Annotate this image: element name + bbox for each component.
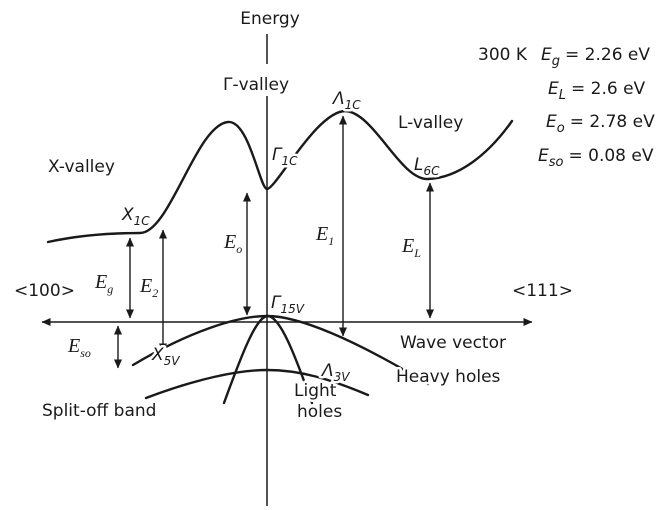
l-valley-label: L-valley	[398, 113, 463, 133]
gamma15v-sub: 15V	[280, 302, 304, 316]
legend-eg-value: = 2.26 eV	[565, 45, 650, 65]
legend-eo-value: = 2.78 eV	[570, 112, 655, 132]
eo-main: E	[223, 231, 236, 253]
lambda1c-main: Λ	[331, 89, 345, 109]
band-point-x5v-label: X5V	[151, 345, 180, 368]
legend-eso-value: = 0.08 eV	[568, 146, 653, 166]
lambda3v-sub: 3V	[334, 370, 351, 384]
legend-entry-eg: Eg = 2.26 eV	[541, 45, 650, 69]
eso-main: E	[67, 335, 80, 357]
eso-sub: so	[80, 346, 91, 360]
legend-eg-sub: g	[552, 54, 560, 69]
legend-temperature: 300 K	[478, 45, 528, 65]
legend-entry-eo: Eo = 2.78 eV	[546, 112, 655, 136]
legend-entry-el: EL = 2.6 eV	[548, 79, 646, 103]
e2-label: E2	[139, 275, 158, 300]
direction-100-label: <100>	[14, 281, 75, 301]
x1c-sub: 1C	[134, 214, 151, 228]
lambda1c-sub: 1C	[345, 98, 362, 112]
band-point-x1c-label: X1C	[121, 205, 150, 228]
legend-eo-sub: o	[557, 121, 565, 136]
legend-el-sym: E	[548, 79, 559, 99]
band-point-lambda3v-label: Λ3V	[320, 361, 350, 384]
lambda3v-main: Λ	[320, 361, 334, 381]
band-point-l6c-label: L6C	[414, 155, 440, 178]
el-main: E	[401, 235, 414, 257]
band-point-lambda1c-label: Λ1C	[331, 89, 361, 112]
x5v-sub: 5V	[164, 354, 181, 368]
legend-eso-sym: E	[538, 146, 549, 166]
e1-sub: 1	[328, 234, 334, 248]
l6c-sub: 6C	[423, 164, 440, 178]
eo-sub: o	[236, 242, 242, 256]
gamma1c-sub: 1C	[281, 154, 298, 168]
e2-sub: 2	[152, 286, 158, 300]
conduction-band-curve	[46, 109, 514, 244]
legend-el-value: = 2.6 eV	[571, 79, 646, 99]
eg-label: Eg	[94, 271, 113, 296]
legend-eg-sym: E	[541, 45, 552, 65]
e1-main: E	[315, 223, 328, 245]
x5v-main: X	[151, 345, 164, 365]
energy-axis-label: Energy	[240, 9, 300, 29]
eso-label: Eso	[67, 335, 91, 360]
legend: 300 K Eg= 2.26 eV EL= 2.6 eV Eo= 2.78 eV…	[478, 45, 655, 170]
legend-el-sub: L	[559, 88, 566, 103]
legend-eo-sym: E	[546, 112, 557, 132]
l6c-main: L	[414, 155, 423, 175]
eo-label: Eo	[223, 231, 242, 256]
split-off-band-label: Split-off band	[42, 401, 156, 421]
split-off-band-curve	[144, 368, 370, 400]
x-valley-label: X-valley	[48, 157, 115, 177]
heavy-holes-label: Heavy holes	[396, 367, 501, 387]
e1-label: E1	[315, 223, 334, 248]
light-hole-band-curve	[222, 314, 314, 405]
light-holes-label-line1: Light	[294, 381, 337, 401]
band-point-gamma15v-label: Γ15V	[271, 293, 305, 316]
e2-main: E	[139, 275, 152, 297]
transition-arrows	[114, 115, 434, 369]
light-holes-label-line2: holes	[297, 402, 342, 422]
el-label: EL	[401, 235, 421, 260]
direction-111-label: <111>	[512, 281, 573, 301]
eg-main: E	[94, 271, 107, 293]
legend-eso-sub: so	[549, 155, 564, 170]
eg-sub: g	[107, 282, 113, 296]
gamma-valley-label: Γ-valley	[223, 75, 289, 95]
band-point-gamma1c-label: Γ1C	[272, 145, 298, 168]
x1c-main: X	[121, 205, 134, 225]
el-sub: L	[413, 246, 421, 260]
wave-vector-axis-label: Wave vector	[400, 333, 506, 353]
legend-entry-eso: Eso = 0.08 eV	[538, 146, 654, 170]
